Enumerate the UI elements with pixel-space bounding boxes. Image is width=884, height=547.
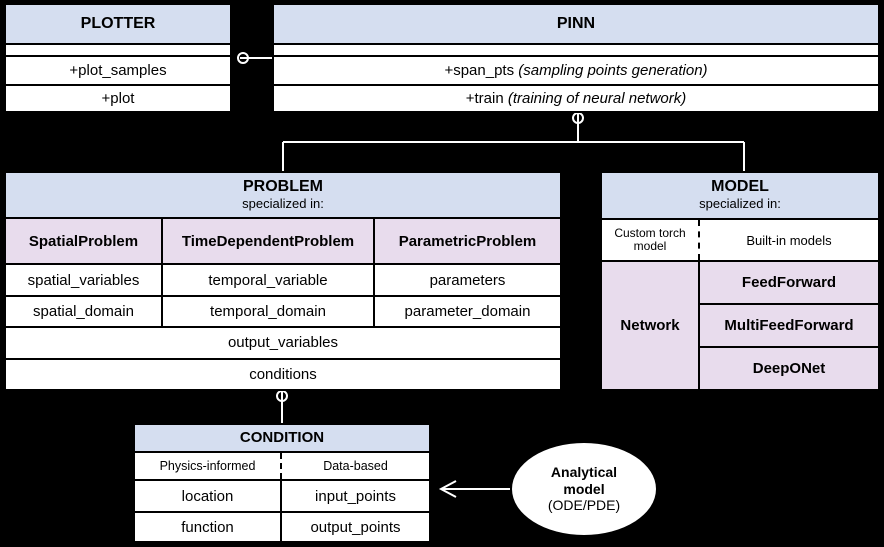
problem-shared-conditions[interactable]: conditions — [6, 357, 560, 389]
model-category-row: Custom torch model Built-in models — [602, 220, 878, 262]
plotter-attributes-compartment — [6, 45, 230, 57]
problem-attr-parameter-domain[interactable]: parameter_domain — [373, 296, 560, 327]
pinn-attributes-compartment — [274, 45, 878, 57]
model-header: MODEL specialized in: — [602, 173, 878, 220]
problem-specialization-row: SpatialProblem TimeDependentProblem Para… — [6, 219, 560, 264]
problem-attr-temporal-domain[interactable]: temporal_domain — [161, 296, 373, 327]
socket-plotter-pinn — [237, 52, 249, 64]
analytical-line-3: (ODE/PDE) — [547, 497, 621, 514]
plotter-method-0[interactable]: +plot_samples — [6, 56, 230, 84]
condition-right-label: Data-based — [282, 453, 429, 479]
problem-specialization-parametric[interactable]: ParametricProblem — [373, 219, 560, 264]
model-custom-label: Custom torch model — [602, 220, 700, 260]
condition-attr-input-points[interactable]: input_points — [282, 481, 429, 511]
plotter-title: PLOTTER — [6, 5, 230, 46]
condition-row-1: function output_points — [135, 511, 429, 541]
pinn-method-0-name: +span_pts — [444, 61, 515, 79]
condition-title: CONDITION — [135, 425, 429, 453]
problem-attr-spatial-variables[interactable]: spatial_variables — [6, 265, 161, 295]
condition-attr-output-points[interactable]: output_points — [282, 513, 429, 541]
model-subtitle: specialized in: — [699, 196, 781, 212]
condition-left-label: Physics-informed — [135, 453, 282, 479]
problem-header: PROBLEM specialized in: — [6, 173, 560, 220]
problem-attr-spatial-domain[interactable]: spatial_domain — [6, 296, 161, 327]
class-box-pinn[interactable]: PINN +span_pts (sampling points generati… — [272, 3, 880, 113]
problem-attribute-row-0: spatial_variables temporal_variable para… — [6, 263, 560, 295]
condition-row-0: location input_points — [135, 481, 429, 511]
problem-specialization-timedependent[interactable]: TimeDependentProblem — [161, 219, 373, 264]
arrowhead-condition — [438, 480, 457, 498]
pinn-title: PINN — [274, 5, 878, 46]
socket-pinn-bar — [572, 112, 584, 124]
problem-attr-temporal-variable[interactable]: temporal_variable — [161, 265, 373, 295]
problem-attr-parameters[interactable]: parameters — [373, 265, 560, 295]
model-builtin-column: FeedForward MultiFeedForward DeepONet — [700, 262, 878, 389]
class-box-problem[interactable]: PROBLEM specialized in: SpatialProblem T… — [4, 171, 562, 391]
model-builtin-label: Built-in models — [700, 220, 878, 260]
problem-specialization-spatial[interactable]: SpatialProblem — [6, 219, 161, 264]
condition-category-row: Physics-informed Data-based — [135, 453, 429, 481]
problem-subtitle: specialized in: — [242, 196, 324, 212]
problem-shared-output-variables[interactable]: output_variables — [6, 326, 560, 358]
condition-attr-function[interactable]: function — [135, 513, 282, 541]
pinn-method-0[interactable]: +span_pts (sampling points generation) — [274, 56, 878, 84]
model-entry-feedforward[interactable]: FeedForward — [700, 262, 878, 303]
problem-attribute-row-1: spatial_domain temporal_domain parameter… — [6, 294, 560, 327]
model-title: MODEL — [711, 178, 769, 195]
analytical-line-2: model — [563, 480, 605, 497]
model-entry-deeponet[interactable]: DeepONet — [700, 346, 878, 389]
class-box-condition[interactable]: CONDITION Physics-informed Data-based lo… — [133, 423, 431, 543]
class-box-plotter[interactable]: PLOTTER +plot_samples +plot — [4, 3, 232, 113]
class-box-model[interactable]: MODEL specialized in: Custom torch model… — [600, 171, 880, 391]
socket-problem-condition — [276, 390, 288, 402]
model-body: Network FeedForward MultiFeedForward Dee… — [602, 262, 878, 389]
pinn-method-1-note: (training of neural network) — [507, 89, 687, 107]
node-analytical-model[interactable]: Analytical model (ODE/PDE) — [510, 441, 658, 537]
model-entry-multifeedforward[interactable]: MultiFeedForward — [700, 303, 878, 346]
analytical-line-1: Analytical — [550, 464, 618, 481]
pinn-method-1-name: +train — [465, 89, 504, 107]
plotter-method-1[interactable]: +plot — [6, 83, 230, 111]
pinn-method-0-note: (sampling points generation) — [518, 61, 708, 79]
condition-attr-location[interactable]: location — [135, 481, 282, 511]
pinn-method-1[interactable]: +train (training of neural network) — [274, 83, 878, 111]
model-entry-network[interactable]: Network — [602, 262, 700, 389]
problem-title: PROBLEM — [243, 178, 323, 195]
